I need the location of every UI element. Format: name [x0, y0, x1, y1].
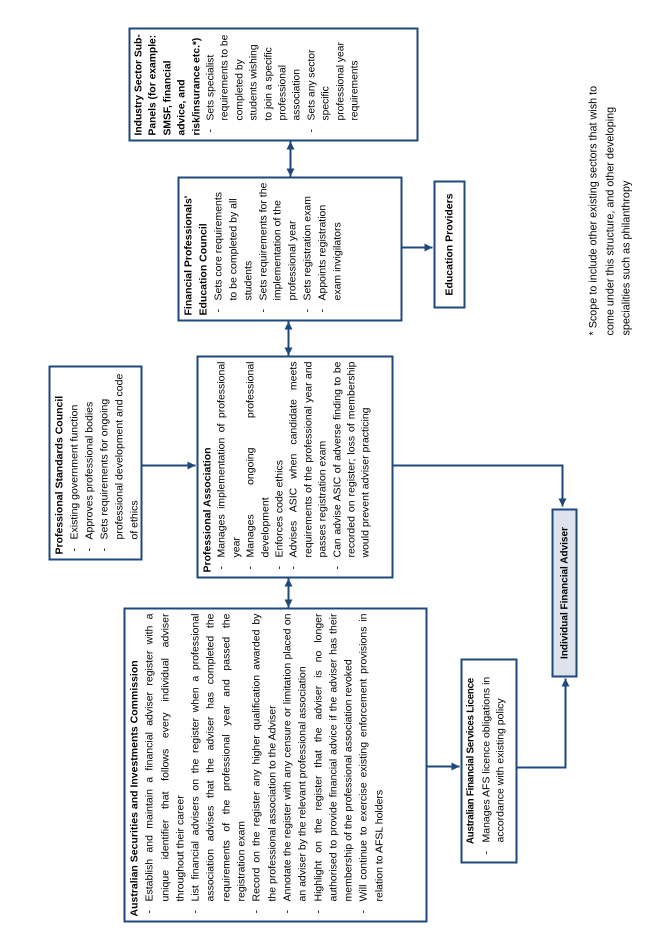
list-item: - Existing government function: [67, 371, 82, 554]
list-item: - Highlight on the register that the adv…: [311, 613, 357, 916]
list-item: - Sets requirements for the implementati…: [256, 182, 301, 315]
bullet-dash: -: [211, 308, 224, 313]
list-item: - Sets specialist requirements to be com…: [204, 33, 305, 135]
list-item: - Appoints registration exam invigilator…: [315, 182, 345, 315]
footnote-line: * Scope to include other existing sector…: [587, 85, 599, 335]
bullet-dash: -: [256, 308, 269, 313]
bullet-dash: -: [316, 308, 329, 313]
bullet-text: Can advise ASIC of adverse finding to be…: [330, 361, 372, 557]
box-asic: Australian Securities and Investments Co…: [123, 607, 427, 922]
list-item: - Sets any sector specific professional …: [305, 33, 363, 135]
box-industry-sector: Industry Sector Sub-Panels (for example:…: [128, 27, 418, 141]
bullet-dash: -: [273, 565, 286, 570]
bullet-dash: -: [305, 128, 317, 132]
bullet-dash: -: [83, 547, 95, 552]
bullet-dash: -: [68, 547, 80, 552]
list-item: - Enforces code ethics: [272, 361, 286, 572]
box-standards-council: Professional Standards Council - Existin…: [48, 365, 142, 560]
bullet-text: Sets requirements for the implementation…: [256, 182, 299, 300]
bullet-dash: -: [357, 909, 370, 914]
bullet-dash: -: [301, 308, 314, 313]
arrow-professional-association-individual-adviser: [393, 464, 566, 506]
bullet-text: Advises ASIC when candidate meets requir…: [287, 361, 329, 557]
bullet-text: Highlight on the register that the advis…: [311, 613, 355, 901]
bullet-text: Will continue to exercise existing enfor…: [357, 613, 385, 901]
bullet-text: Establish and maintain a financial advis…: [143, 613, 186, 901]
bullet-dash: -: [311, 909, 324, 914]
list-item: - Record on the register any higher qual…: [249, 613, 280, 916]
bullet-dash: -: [280, 909, 293, 914]
box-afs-licence: Australian Financial Services Licence - …: [460, 658, 517, 863]
list-item: - Manages AFS licence obligations in acc…: [479, 664, 508, 857]
bullet-dash: -: [287, 565, 300, 570]
box-individual-adviser: Individual Financial Adviser: [551, 508, 577, 677]
bullet-text: Sets registration exam: [301, 195, 314, 300]
list-item: - Will continue to exercise existing enf…: [356, 613, 387, 916]
list-item: - Can advise ASIC of adverse finding to …: [330, 361, 373, 572]
box-asic-title: Australian Securities and Investments Co…: [128, 659, 140, 916]
list-item: - Manages implementation of professional…: [214, 361, 243, 572]
list-item: - Advises ASIC when candidate meets requ…: [286, 361, 329, 572]
box-education-council-title: Financial Professionals' Education Counc…: [182, 195, 209, 315]
footnote: * Scope to include other existing sector…: [585, 30, 635, 335]
bullet-text: Existing government function: [68, 404, 80, 539]
arrow-afs-licence-individual-adviser: [517, 678, 569, 768]
list-item: - Sets requirements for ongoing professi…: [97, 371, 142, 554]
bullet-text: Sets core requirements to be completed b…: [211, 191, 254, 300]
box-individual-adviser-title: Individual Financial Adviser: [558, 526, 570, 659]
list-item: - Manages ongoing professional developme…: [243, 361, 272, 572]
bullet-text: List financial advisers on the register …: [189, 613, 248, 901]
list-item: - Establish and maintain a financial adv…: [142, 613, 188, 916]
box-education-council: Financial Professionals' Education Counc…: [177, 176, 402, 321]
bullet-dash: -: [143, 909, 156, 914]
box-education-providers: Education Providers: [433, 180, 465, 308]
list-item: - Sets registration exam: [300, 182, 315, 315]
bullet-dash: -: [244, 565, 257, 570]
box-afs-licence-title: Australian Financial Services Licence: [465, 677, 476, 844]
bullet-text: Sets any sector specific professional ye…: [305, 41, 361, 120]
list-item: - List financial advisers on the registe…: [188, 613, 249, 916]
bullet-text: Manages ongoing professional development: [244, 361, 271, 557]
bullet-dash: -: [330, 565, 343, 570]
bullet-dash: -: [479, 850, 492, 855]
footnote-line: specialities such as philanthropy: [620, 180, 632, 335]
bullet-dash: -: [189, 909, 202, 914]
bullet-text: Appoints registration exam invigilators: [316, 204, 344, 300]
bullet-dash: -: [250, 909, 263, 914]
bullet-text: Approves professional bodies: [83, 401, 95, 539]
bullet-dash: -: [98, 547, 110, 552]
list-item: - Approves professional bodies: [82, 371, 97, 554]
bullet-dash: -: [205, 128, 217, 132]
box-education-providers-title: Education Providers: [442, 192, 455, 296]
list-item: - Annotate the register with any censure…: [280, 613, 311, 916]
bullet-text: Record on the register any higher qualif…: [250, 613, 278, 901]
bullet-text: Sets requirements for ongoing profession…: [98, 373, 140, 539]
bullet-text: Manages AFS licence obligations in accor…: [479, 676, 507, 842]
bullet-text: Annotate the register with any censure o…: [280, 613, 309, 901]
box-industry-sector-title: Industry Sector Sub-Panels (for example:…: [133, 33, 202, 135]
box-professional-association: Professional Association - Manages imple…: [196, 355, 393, 578]
bullet-text: Manages implementation of professional y…: [215, 361, 242, 557]
box-professional-association-title: Professional Association: [201, 446, 213, 572]
bullet-text: Enforces code ethics: [273, 459, 286, 557]
list-item: - Sets core requirements to be completed…: [211, 182, 256, 315]
footnote-line: come under this structure, and other dev…: [603, 106, 616, 335]
bullet-text: Sets specialist requirements to be compl…: [205, 34, 303, 120]
bullet-dash: -: [215, 565, 228, 570]
box-standards-council-title: Professional Standards Council: [53, 395, 65, 554]
